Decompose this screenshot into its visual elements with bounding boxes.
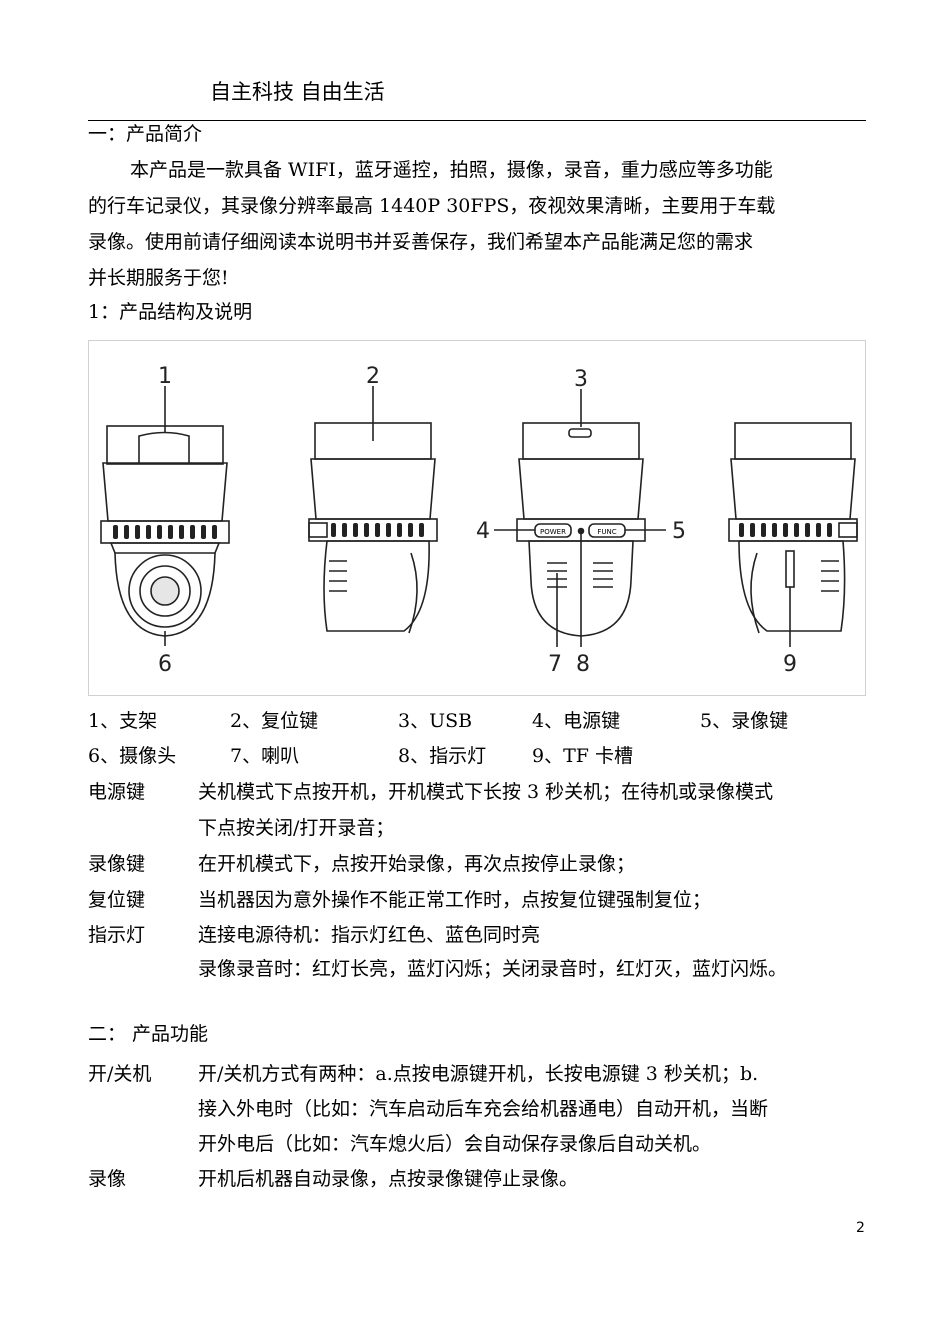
- header-slogan: 自主科技 自由生活: [210, 80, 385, 104]
- callout-7: 7: [548, 652, 562, 677]
- camera-front-view: [100, 425, 230, 637]
- intro-line: 本产品是一款具备 WIFI，蓝牙遥控，拍照，摄像，录音，重力感应等多功能: [130, 159, 773, 181]
- power-button-label: POWER: [540, 528, 566, 536]
- function-line: 开外电后（比如：汽车熄火后）会自动保存录像后自动关机。: [198, 1133, 712, 1155]
- subheading-structure: 1：产品结构及说明: [88, 301, 253, 323]
- part-label: 9、TF 卡槽: [532, 745, 633, 767]
- camera-left-view: [308, 422, 438, 634]
- part-label: 5、录像键: [700, 710, 789, 732]
- callout-4: 4: [476, 519, 490, 544]
- function-term: 开/关机: [88, 1063, 152, 1085]
- callout-3: 3: [574, 367, 588, 392]
- callout-9: 9: [783, 652, 797, 677]
- desc-line: 当机器因为意外操作不能正常工作时，点按复位键强制复位；: [198, 889, 712, 911]
- product-structure-figure: POWER FUNC 1 2 3 4 5 6 7 8 9: [88, 340, 866, 696]
- intro-line: 并长期服务于您!: [88, 267, 229, 289]
- section-heading-intro: 一：产品简介: [88, 123, 203, 145]
- part-label: 4、电源键: [532, 710, 621, 732]
- part-label: 7、喇叭: [230, 745, 300, 767]
- callout-1: 1: [158, 364, 172, 389]
- callout-5: 5: [672, 519, 686, 544]
- function-line: 开机后机器自动录像，点按录像键停止录像。: [198, 1168, 579, 1190]
- desc-term: 指示灯: [88, 924, 146, 946]
- function-term: 录像: [88, 1168, 127, 1190]
- desc-line: 在开机模式下，点按开始录像，再次点按停止录像；: [198, 853, 636, 875]
- desc-line: 下点按关闭/打开录音；: [198, 817, 395, 839]
- intro-line: 录像。使用前请仔细阅读本说明书并妥善保存，我们希望本产品能满足您的需求: [88, 231, 754, 253]
- intro-line: 的行车记录仪，其录像分辨率最高 1440P 30FPS，夜视效果清晰，主要用于车…: [88, 195, 776, 217]
- func-button-label: FUNC: [597, 528, 616, 536]
- desc-line: 录像录音时：红灯长亮，蓝灯闪烁；关闭录音时，红灯灭，蓝灯闪烁。: [198, 958, 788, 980]
- page-number: 2: [856, 1220, 865, 1236]
- desc-line: 连接电源待机：指示灯红色、蓝色同时亮: [198, 924, 541, 946]
- camera-right-view: [728, 422, 858, 634]
- desc-line: 关机模式下点按开机，开机模式下长按 3 秒关机；在待机或录像模式: [198, 781, 774, 803]
- header-divider: [88, 120, 866, 121]
- part-label: 8、指示灯: [398, 745, 487, 767]
- callout-6: 6: [158, 652, 172, 677]
- part-label: 6、摄像头: [88, 745, 177, 767]
- desc-term: 电源键: [88, 781, 146, 803]
- desc-term: 复位键: [88, 889, 146, 911]
- part-label: 2、复位键: [230, 710, 319, 732]
- part-label: 3、USB: [398, 710, 473, 732]
- function-line: 开/关机方式有两种：a.点按电源键开机，长按电源键 3 秒关机；b.: [198, 1063, 759, 1085]
- camera-diagram: POWER FUNC 1 2 3 4 5 6 7 8 9: [100, 364, 858, 677]
- section-heading-functions: 二： 产品功能: [88, 1023, 209, 1045]
- desc-term: 录像键: [88, 853, 146, 875]
- callout-2: 2: [366, 364, 380, 389]
- part-label: 1、支架: [88, 710, 158, 732]
- function-line: 接入外电时（比如：汽车启动后车充会给机器通电）自动开机，当断: [198, 1098, 769, 1120]
- callout-8: 8: [576, 652, 590, 677]
